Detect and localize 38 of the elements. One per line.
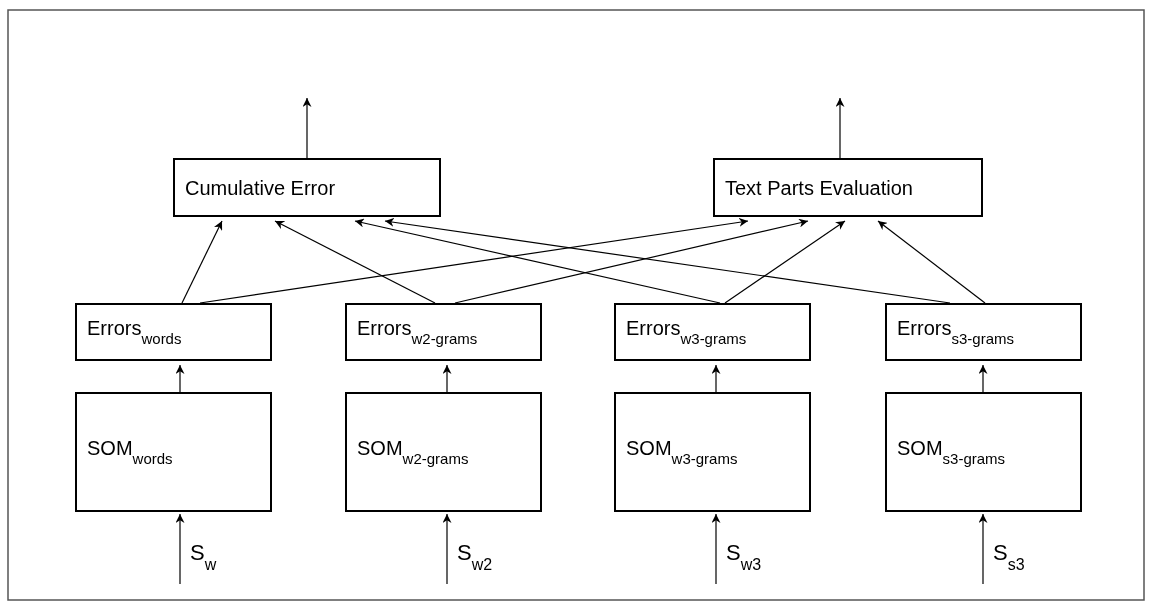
box-label: Errors$_{words}$ xyxy=(86,316,182,348)
error-box xyxy=(345,303,542,361)
arrow xyxy=(978,364,988,393)
box-label: Text Parts Evaluation xyxy=(724,175,913,200)
som-box xyxy=(75,392,272,512)
som-box xyxy=(885,392,1082,512)
output-box xyxy=(713,158,983,217)
arrow xyxy=(175,513,185,585)
box-label: SOM$_{words}$ xyxy=(86,436,173,468)
box-label: Cumulative Error xyxy=(184,175,336,200)
error-box xyxy=(614,303,811,361)
output-box xyxy=(173,158,441,217)
arrow xyxy=(181,220,223,304)
box-label: Errors$_{w3-grams}$ xyxy=(625,316,747,348)
arrow xyxy=(835,97,845,159)
arrow xyxy=(454,218,809,304)
arrow xyxy=(442,364,452,393)
som-box xyxy=(614,392,811,512)
arrow xyxy=(384,217,951,304)
arrow xyxy=(711,364,721,393)
arrow xyxy=(711,513,721,585)
box-label: SOM$_{s3-grams}$ xyxy=(896,436,1006,468)
arrow xyxy=(274,220,436,304)
arrow xyxy=(175,364,185,393)
arrow xyxy=(302,97,312,159)
box-label: SOM$_{w2-grams}$ xyxy=(356,436,469,468)
error-box xyxy=(75,303,272,361)
box-label: Errors$_{s3-grams}$ xyxy=(896,316,1014,348)
arrow xyxy=(354,218,721,304)
arrow xyxy=(199,217,749,304)
arrow xyxy=(442,513,452,585)
som-box xyxy=(345,392,542,512)
arrow xyxy=(877,220,986,304)
arrow xyxy=(978,513,988,585)
error-box xyxy=(885,303,1082,361)
box-label: Errors$_{w2-grams}$ xyxy=(356,316,478,348)
box-label: SOM$_{w3-grams}$ xyxy=(625,436,738,468)
arrow xyxy=(724,220,846,304)
